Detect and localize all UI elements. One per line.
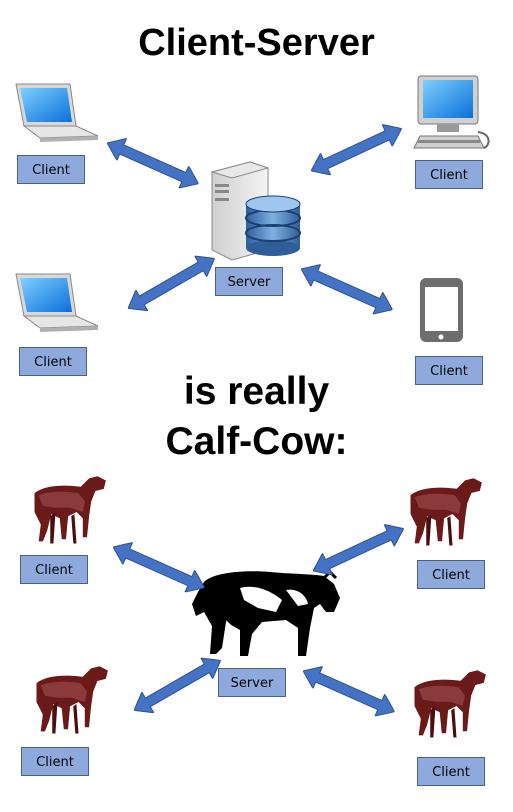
client-label: Client <box>20 555 88 584</box>
client-label: Client <box>417 560 485 589</box>
arrow-calf-cow <box>308 517 409 582</box>
client-label: Client <box>415 160 483 189</box>
desktop-computer-icon <box>413 75 490 149</box>
arrow-client-server <box>102 132 204 195</box>
subtitle-calf-cow: Calf-Cow: <box>165 420 348 463</box>
arrow-client-server <box>122 248 221 319</box>
arrow-calf-cow <box>128 650 227 721</box>
subtitle-is-really: is really <box>183 370 330 413</box>
server-label: Server <box>218 668 286 697</box>
calf-icon <box>36 666 108 734</box>
arrow-client-server <box>306 117 407 182</box>
title-client-server: Client-Server <box>138 22 375 64</box>
client-label: Client <box>21 747 89 776</box>
server-label: Server <box>215 267 283 296</box>
arrow-calf-cow <box>108 536 210 599</box>
client-label: Client <box>17 155 85 184</box>
laptop-icon <box>15 273 99 333</box>
arrow-calf-cow <box>298 660 400 723</box>
calf-icon <box>414 670 486 738</box>
arrow-client-server <box>296 258 398 321</box>
server-database-icon <box>210 161 301 261</box>
calf-icon <box>410 478 482 546</box>
cow-icon <box>192 569 340 656</box>
client-label: Client <box>19 347 87 376</box>
client-label: Client <box>417 757 485 786</box>
laptop-icon <box>15 83 99 143</box>
calf-icon <box>34 476 106 544</box>
client-label: Client <box>415 356 483 385</box>
tablet-icon <box>420 278 463 342</box>
